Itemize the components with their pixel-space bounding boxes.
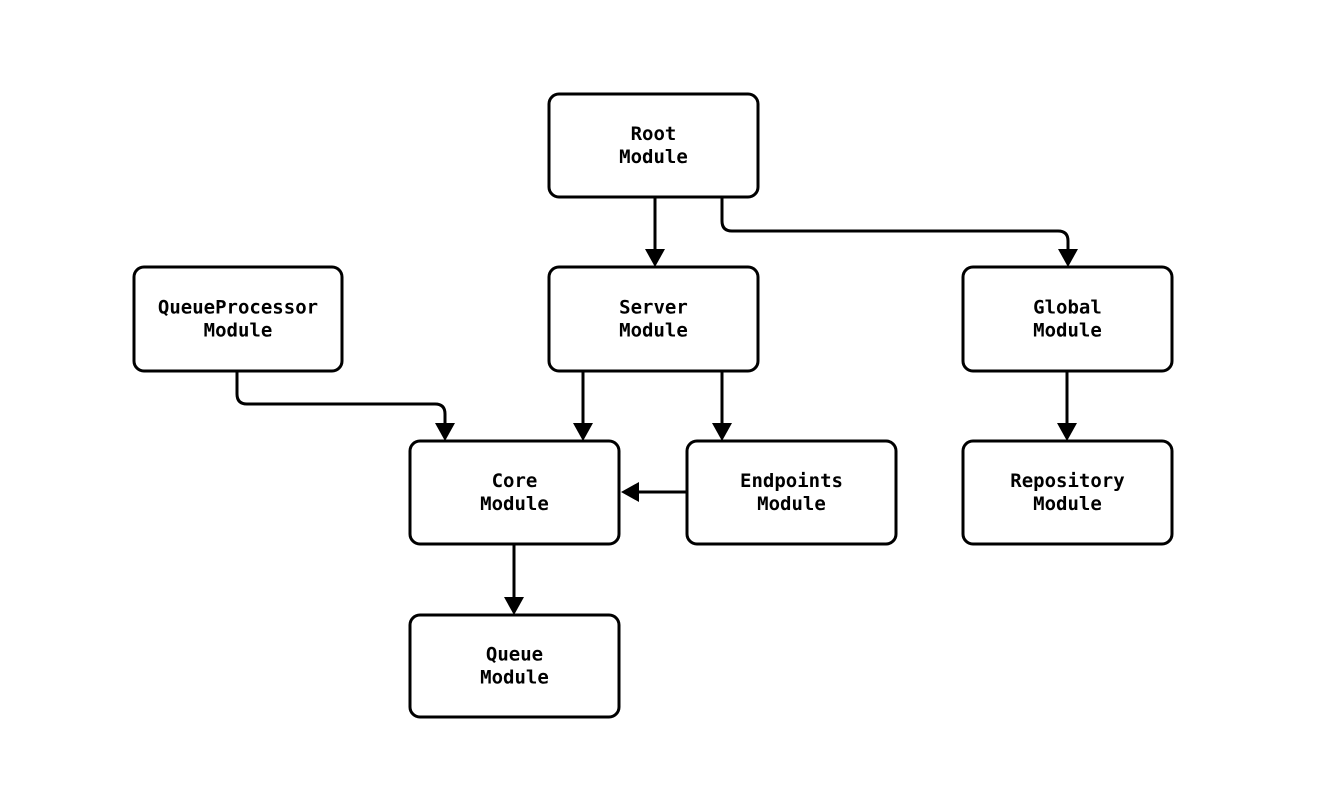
node-label-line1: QueueProcessor	[158, 297, 318, 319]
node-label-line1: Root	[631, 123, 677, 145]
arrow-head-icon	[621, 482, 639, 502]
edge-global-to-repository	[1057, 371, 1077, 441]
edge-server-to-core	[573, 371, 593, 441]
node-label-line2: Module	[1033, 493, 1102, 515]
node-box[interactable]	[547, 92, 760, 199]
arrow-head-icon	[1058, 249, 1078, 267]
edge-queueprocessor-to-core	[235, 371, 455, 441]
edge-server-to-endpoints	[712, 371, 732, 441]
node-label-line2: Module	[619, 320, 688, 342]
node-box[interactable]	[685, 439, 898, 546]
arrow-head-icon	[645, 249, 665, 267]
node-label-line2: Module	[1033, 320, 1102, 342]
node-box[interactable]	[547, 265, 760, 373]
node-label-line1: Server	[619, 297, 688, 319]
node-box[interactable]	[132, 265, 344, 373]
node-label-line2: Module	[480, 493, 549, 515]
nodes-layer: RootModuleQueueProcessorModuleServerModu…	[132, 92, 1174, 719]
edge-line	[235, 371, 447, 423]
node-label-line1: Global	[1033, 297, 1102, 319]
edge-core-to-queue	[504, 544, 524, 615]
edge-root-to-global	[720, 197, 1078, 267]
edge-endpoints-to-core	[621, 482, 687, 502]
node-label-line2: Module	[619, 146, 688, 168]
node-box[interactable]	[408, 613, 621, 719]
node-label-line2: Module	[480, 667, 549, 689]
arrow-head-icon	[435, 423, 455, 441]
edges-layer	[235, 197, 1078, 615]
node-box[interactable]	[408, 439, 621, 546]
node-label-line1: Endpoints	[740, 470, 843, 492]
arrow-head-icon	[1057, 423, 1077, 441]
node-box[interactable]	[961, 439, 1174, 546]
node-label-line1: Repository	[1010, 470, 1124, 492]
arrow-head-icon	[573, 423, 593, 441]
node-label-line1: Queue	[486, 644, 543, 666]
node-label-line2: Module	[204, 320, 273, 342]
arrow-head-icon	[712, 423, 732, 441]
edge-root-to-server	[645, 197, 665, 267]
arrow-head-icon	[504, 597, 524, 615]
node-box[interactable]	[961, 265, 1174, 373]
node-label-line1: Core	[492, 470, 538, 492]
edge-line	[720, 197, 1070, 249]
node-label-line2: Module	[757, 493, 826, 515]
